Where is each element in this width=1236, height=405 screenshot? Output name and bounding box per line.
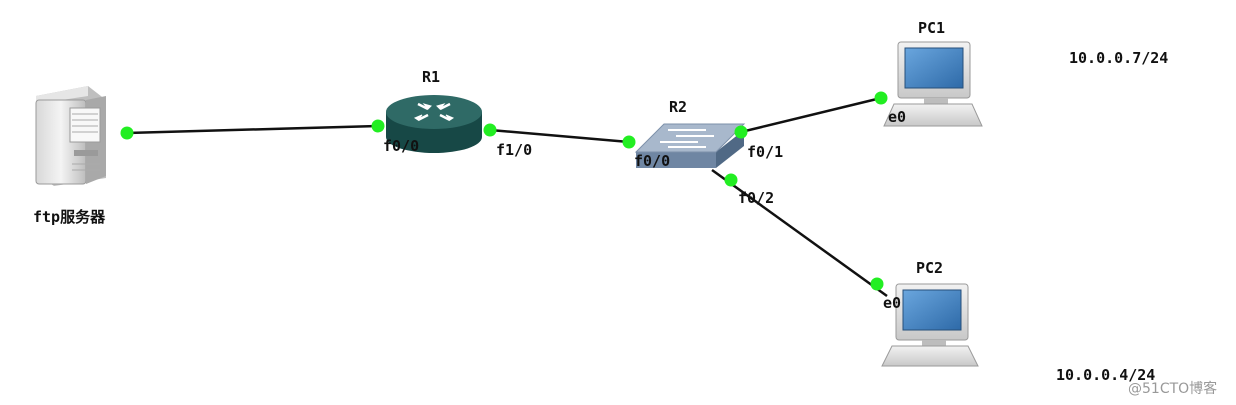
port-dot-r2-f02[interactable] — [724, 173, 738, 187]
r1-f00-label: f0/0 — [383, 137, 419, 155]
link-r2-pc1[interactable] — [740, 96, 882, 134]
link-r2-pc2[interactable] — [711, 168, 888, 298]
pc2-e0-label: e0 — [883, 294, 901, 312]
pc2[interactable]: PC2 e0 10.0.0.4/24 — [881, 259, 1155, 384]
r2-f01-label: f0/1 — [747, 143, 783, 161]
port-dot-pc1-e0[interactable] — [874, 91, 888, 105]
link-r1-r2[interactable] — [489, 128, 630, 144]
r2-f02-label: f0/2 — [738, 189, 774, 207]
ports — [120, 91, 888, 291]
r2-label: R2 — [669, 98, 687, 116]
pc1[interactable]: PC1 e0 10.0.0.7/24 — [883, 19, 1168, 127]
port-dot-r2-f01[interactable] — [734, 125, 748, 139]
link-ftp-r1[interactable] — [126, 124, 379, 135]
r1-label: R1 — [422, 68, 440, 86]
port-dot-r2-f00[interactable] — [622, 135, 636, 149]
switch-r2[interactable]: R2 f0/0 f0/1 f0/2 — [634, 98, 783, 207]
pc-icon — [881, 283, 979, 367]
ftp-server-label: ftp服务器 — [33, 208, 106, 226]
router-icon — [386, 95, 482, 153]
watermark: @51CTO博客 — [1128, 380, 1217, 397]
pc2-label: PC2 — [916, 259, 943, 277]
ftp-server[interactable]: ftp服务器 — [33, 86, 106, 226]
pc1-label: PC1 — [918, 19, 945, 37]
port-dot-pc2-e0[interactable] — [870, 277, 884, 291]
pc2-address: 10.0.0.4/24 — [1056, 366, 1155, 384]
r1-f10-label: f1/0 — [496, 141, 532, 159]
port-dot-r1-f00[interactable] — [371, 119, 385, 133]
server-icon — [35, 86, 106, 186]
links — [126, 96, 888, 298]
pc1-e0-label: e0 — [888, 108, 906, 126]
r2-f00-label: f0/0 — [634, 152, 670, 170]
pc-icon — [883, 41, 983, 127]
router-r1[interactable]: R1 f0/0 f1/0 — [383, 68, 532, 159]
switch-icon — [634, 123, 746, 168]
port-dot-r1-f10[interactable] — [483, 123, 497, 137]
port-dot-ftp[interactable] — [120, 126, 134, 140]
pc1-address: 10.0.0.7/24 — [1069, 49, 1168, 67]
